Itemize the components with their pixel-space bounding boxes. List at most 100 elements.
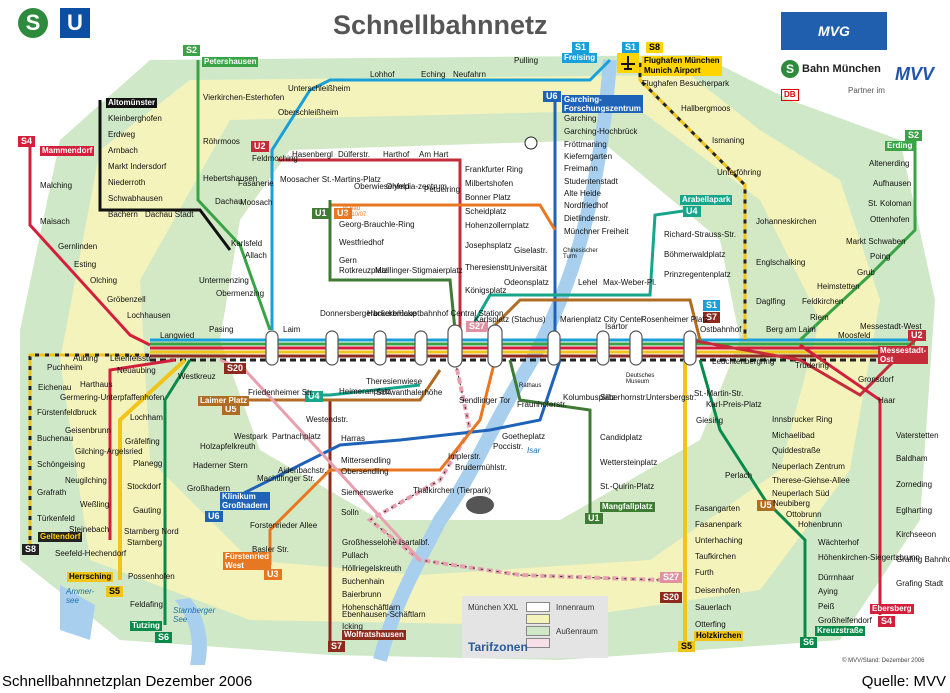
station-label: Feldkirchen	[802, 297, 844, 306]
line-s4-southwest	[108, 358, 176, 540]
station-label: Steinebach	[69, 525, 110, 534]
note-in-bau: in Bau ab 10/07	[343, 206, 367, 218]
station-label: Schwabhausen	[108, 194, 163, 203]
station-label: Allach	[245, 251, 267, 260]
station-label: Englschalking	[756, 258, 806, 267]
station-label: Partnachplatz	[272, 432, 321, 441]
station-label: Großhelfendorf	[818, 616, 872, 625]
terminal-holzkirchen: Holzkirchen	[694, 631, 744, 641]
station-label: Johanneskirchen	[756, 217, 817, 226]
station-label: Sendlinger Tor	[459, 396, 511, 405]
station-label: Karlsfeld	[231, 239, 263, 248]
station-label: Poccistr.	[493, 442, 524, 451]
station-label: Icking	[342, 622, 363, 631]
station-label: Donnersbergerbrücke	[320, 309, 398, 318]
station-label: Unterschleißheim	[288, 84, 351, 93]
station-label: Dachau	[215, 197, 243, 206]
terminal-besucherpark: Flughafen Besucherpark	[642, 79, 730, 88]
badge-s27-south: S27	[660, 572, 683, 583]
s-bahn-logo: S	[18, 8, 48, 38]
station-label: Wettersteinplatz	[600, 458, 658, 467]
station-label: Markt Schwaben	[846, 237, 906, 246]
badge-s1-ost: S1	[703, 300, 721, 311]
station-label: Basler Str.	[252, 545, 289, 554]
station-label: Langwied	[160, 331, 195, 340]
station-label: Starnberg	[127, 538, 163, 547]
station-label: Friedenheimer Str.	[248, 388, 314, 397]
station-label: Hohenschäftlarn	[342, 603, 401, 612]
isar-river	[373, 59, 617, 662]
station-label: Niederroth	[108, 178, 146, 187]
stadium-icon	[524, 136, 538, 150]
station-label: Universität	[509, 264, 547, 273]
legend-swatch-0	[526, 602, 550, 612]
line-s4-east	[799, 343, 882, 615]
terminal-herrsching: Herrsching	[67, 572, 114, 582]
station-label: Starnberg Nord	[124, 527, 179, 536]
badge-s20-south: S20	[660, 592, 683, 603]
db-icon: DB	[781, 89, 799, 102]
terminal-petershausen: Petershausen	[202, 57, 259, 67]
station-label: Peiß	[818, 602, 835, 611]
station-label: Heimeranplatz	[339, 387, 391, 396]
badge-u1-south: U1	[585, 513, 603, 524]
station-label: Taufkirchen	[695, 552, 736, 561]
terminal-laimer-platz: Laimer Platz	[198, 396, 250, 406]
station-label: Kolumbusplatz	[563, 393, 616, 402]
badge-u6-north: U6	[543, 91, 561, 102]
station-label: Goetheplatz	[502, 432, 546, 441]
station-label: Neuperlach Zentrum	[772, 462, 845, 471]
station-label: Ebenhausen-Schäftlarn	[342, 610, 426, 619]
terminal-kreuzstrasse: Kreuzstraße	[815, 626, 866, 636]
station-label: Neubiberg	[773, 499, 810, 508]
terminal-mangfallplatz: Mangfallplatz	[600, 502, 655, 512]
station-label: Großhadern	[187, 484, 231, 493]
station-label: Lochham	[130, 413, 163, 422]
station-label: Neuaubing	[117, 366, 156, 375]
legend-swatch-1	[526, 614, 550, 624]
station-label: Harthof	[383, 150, 410, 159]
station-label: Harras	[341, 434, 366, 443]
line-u3-south	[268, 359, 497, 565]
map-title: Schnellbahnnetz	[333, 10, 548, 40]
line-u3-north	[330, 203, 557, 231]
station-label: Dülferstr.	[338, 150, 371, 159]
station-label: St.-Martin-Str.	[694, 389, 744, 398]
station-label: Gern	[339, 256, 357, 265]
station-label: Eching	[421, 70, 446, 79]
station-label: Prinzregentenplatz	[664, 270, 731, 279]
station-label: Unterhaching	[695, 536, 743, 545]
ammersee-lake	[60, 585, 95, 640]
station-label: Neugilching	[65, 476, 107, 485]
line-s2-east	[798, 140, 917, 342]
station-label: Arnbach	[108, 146, 138, 155]
station-label: Milbertshofen	[465, 179, 514, 188]
line-s27	[366, 359, 661, 582]
station-label: Stockdorf	[127, 482, 161, 491]
trunk-stations	[265, 324, 697, 368]
station-label: Candidplatz	[600, 433, 643, 442]
station-label: Isartor	[605, 322, 628, 331]
terminal-garching-fz: Garching- Forschungszentrum	[562, 95, 643, 113]
station-label: Rotkreuzplatz	[339, 266, 388, 275]
station-label: Aubing	[73, 354, 98, 363]
station-label: Brudermühlstr.	[455, 463, 508, 472]
badge-s1-freising: S1	[572, 42, 590, 53]
station-label: Moosacher St.-Martins-Platz	[280, 175, 381, 184]
station-label: Maisach	[40, 217, 70, 226]
station-label: Silberhornstr.	[600, 393, 648, 402]
station-label: Gronsdorf	[858, 375, 894, 384]
station-label: Kirchseeon	[896, 530, 937, 539]
station-label: Untersbergstr.	[646, 393, 697, 402]
station-label: Feldafing	[130, 600, 163, 609]
station-label: Weßling	[80, 500, 110, 509]
station-label: Baierbrunn	[342, 590, 382, 599]
station-label: St.-Quirin-Platz	[600, 482, 655, 491]
station-label: Mittersendling	[341, 456, 391, 465]
station-label: Schwanthalerhöhe	[376, 388, 443, 397]
station-label: Türkenfeld	[37, 514, 75, 523]
station-label: Haar	[878, 396, 896, 405]
s-icon: S	[781, 60, 799, 79]
badge-s4-east: S4	[878, 616, 896, 627]
